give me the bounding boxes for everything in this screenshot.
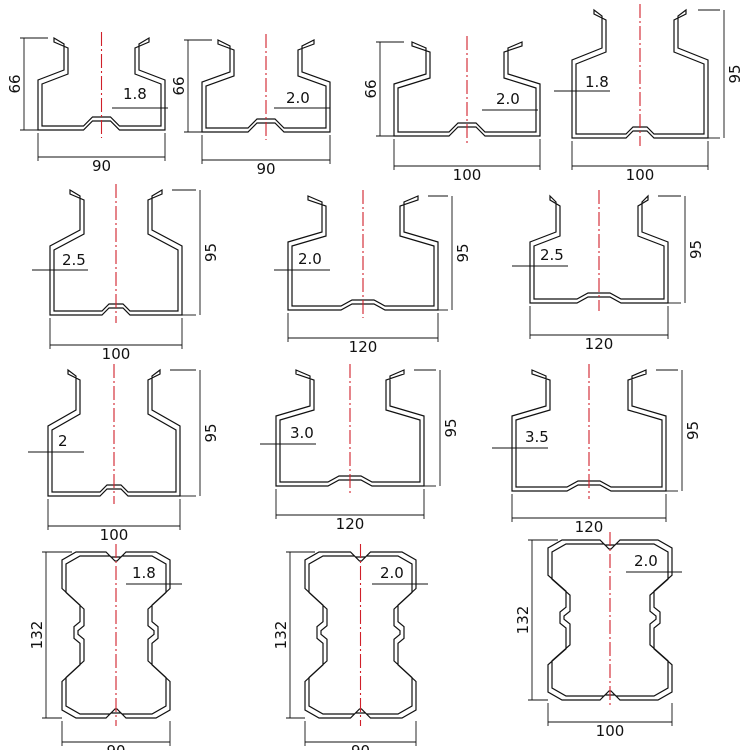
profile-c10: 120 95 3.5 [492, 364, 702, 536]
height-label: 132 [514, 606, 532, 635]
width-label: 100 [626, 166, 655, 184]
thickness-label: 2.5 [62, 251, 86, 269]
profile-c4: 100 95 1.8 [554, 4, 744, 184]
thickness-label: 2.0 [634, 552, 658, 570]
thickness-label: 3.5 [525, 428, 549, 446]
profile-c7: 120 95 2.5 [512, 190, 705, 353]
profile-outline [304, 551, 417, 719]
height-label: 95 [687, 240, 705, 259]
profile-outline [547, 539, 673, 701]
height-label: 132 [272, 621, 290, 650]
width-label: 100 [596, 722, 625, 740]
thickness-label: 2.0 [380, 564, 404, 582]
thickness-label: 2 [58, 432, 68, 450]
thickness-label: 1.8 [585, 73, 609, 91]
profile-i2: 90 132 2.0 [272, 544, 428, 750]
height-label: 95 [684, 421, 702, 440]
height-label: 132 [28, 621, 46, 650]
profile-outline [287, 195, 439, 311]
height-label: 95 [202, 243, 220, 262]
profile-outline [61, 551, 171, 719]
profile-outline [529, 194, 669, 304]
profile-c5: 100 95 2.5 [32, 184, 220, 363]
width-label: 120 [336, 515, 365, 533]
profile-outline [275, 369, 425, 487]
width-label: 90 [351, 742, 370, 750]
profile-i1: 90 132 1.8 [28, 544, 182, 750]
profile-c8: 100 95 2 [28, 364, 220, 544]
width-label: 90 [106, 742, 125, 750]
height-label: 95 [726, 64, 744, 83]
height-label: 66 [6, 74, 24, 93]
thickness-label: 1.8 [132, 564, 156, 582]
height-label: 66 [170, 76, 188, 95]
width-label: 120 [585, 335, 614, 353]
width-label: 100 [100, 526, 129, 544]
width-label: 120 [575, 518, 604, 536]
profile-outline [201, 39, 331, 133]
profile-outline [49, 188, 183, 316]
thickness-label: 3.0 [290, 424, 314, 442]
profile-outline [393, 41, 541, 137]
profile-c6: 120 95 2.0 [274, 190, 472, 356]
width-label: 100 [453, 166, 482, 184]
profile-c2: 90 66 2.0 [170, 34, 331, 178]
thickness-label: 2.0 [298, 250, 322, 268]
width-label: 90 [92, 157, 111, 175]
profile-i3: 100 132 2.0 [514, 532, 682, 740]
profile-outline [571, 8, 709, 139]
height-label: 66 [362, 79, 380, 98]
width-label: 100 [102, 345, 131, 363]
height-label: 95 [454, 243, 472, 262]
profile-c1: 90 66 1.8 [6, 32, 168, 175]
profile-outline [47, 368, 181, 497]
profile-c3: 100 66 2.0 [362, 36, 541, 184]
height-label: 95 [202, 423, 220, 442]
width-label: 120 [349, 338, 378, 356]
profile-c9: 120 95 3.0 [260, 364, 460, 533]
height-label: 95 [442, 418, 460, 437]
thickness-label: 2.5 [540, 246, 564, 264]
thickness-label: 2.0 [286, 89, 310, 107]
profile-outline [511, 369, 667, 492]
profile-outline [37, 36, 166, 131]
thickness-label: 1.8 [123, 85, 147, 103]
thickness-label: 2.0 [496, 90, 520, 108]
width-label: 90 [256, 160, 275, 178]
